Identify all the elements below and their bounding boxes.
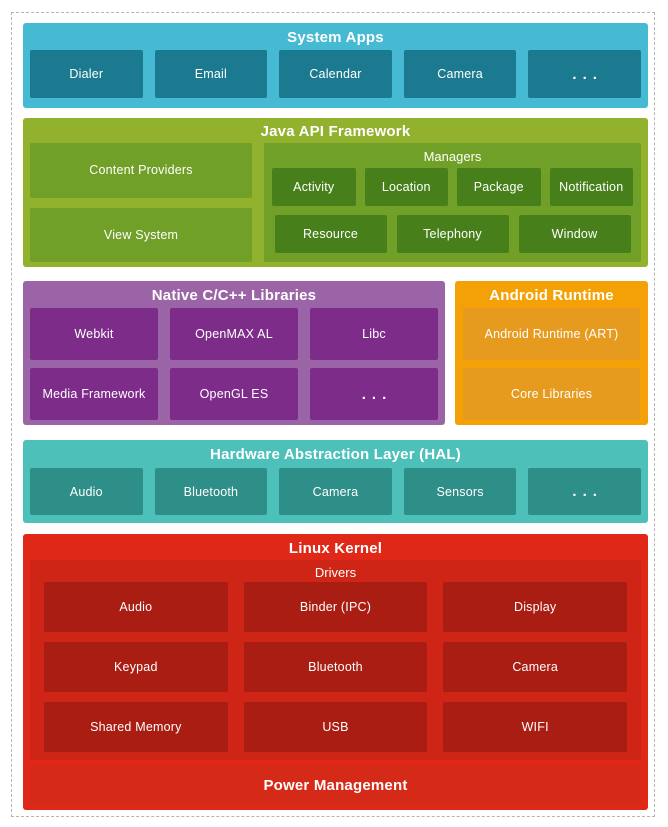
driver-bluetooth-box: Bluetooth (243, 642, 428, 692)
android-runtime-title: Android Runtime (489, 287, 614, 304)
hal-row: Audio Bluetooth Camera Sensors ... (30, 468, 641, 515)
native-libs-ellipsis: ... (310, 368, 438, 420)
art-box: Android Runtime (ART) (463, 308, 640, 360)
hal-bluetooth-box: Bluetooth (154, 468, 268, 515)
android-runtime-column: Android Runtime (ART) Core Libraries (463, 308, 640, 420)
drivers-group: Drivers Audio Binder (IPC) Display Keypa… (30, 560, 641, 760)
hal-camera-box: Camera (279, 468, 392, 515)
driver-shared-memory-box: Shared Memory (44, 702, 228, 752)
app-box-ellipsis: ... (528, 50, 641, 98)
hal-title: Hardware Abstraction Layer (HAL) (210, 446, 461, 463)
managers-row-2: Resource Telephony Window (272, 215, 633, 253)
hal-ellipsis: ... (528, 468, 641, 515)
managers-row-1: Activity Location Package Notification (272, 168, 633, 206)
drivers-title: Drivers (314, 565, 357, 580)
java-left-column: Content Providers View System (30, 143, 252, 262)
driver-display-box: Display (443, 582, 627, 632)
resource-manager-box: Resource (274, 215, 387, 253)
media-framework-box: Media Framework (30, 368, 158, 420)
app-box-dialer: Dialer (30, 50, 143, 98)
power-management-bar: Power Management (30, 766, 641, 806)
core-libraries-box: Core Libraries (463, 368, 640, 420)
hal-audio-box: Audio (30, 468, 143, 515)
view-system-box: View System (30, 207, 252, 262)
managers-title: Managers (423, 149, 482, 164)
java-api-body: Content Providers View System Managers A… (30, 143, 641, 262)
java-api-framework-layer: Java API Framework Content Providers Vie… (23, 118, 648, 267)
opengl-es-box: OpenGL ES (170, 368, 298, 420)
libc-box: Libc (310, 308, 438, 360)
location-manager-box: Location (364, 168, 448, 206)
webkit-box: Webkit (30, 308, 158, 360)
system-apps-title: System Apps (287, 29, 384, 46)
android-runtime-layer: Android Runtime Android Runtime (ART) Co… (455, 281, 648, 425)
telephony-manager-box: Telephony (396, 215, 509, 253)
hal-layer: Hardware Abstraction Layer (HAL) Audio B… (23, 440, 648, 523)
hal-sensors-box: Sensors (403, 468, 517, 515)
package-manager-box: Package (457, 168, 541, 206)
driver-camera-box: Camera (443, 642, 627, 692)
system-apps-row: Dialer Email Calendar Camera ... (30, 50, 641, 98)
app-box-camera: Camera (403, 50, 517, 98)
app-box-calendar: Calendar (279, 50, 392, 98)
system-apps-layer: System Apps Dialer Email Calendar Camera… (23, 23, 648, 108)
driver-binder-ipc-box: Binder (IPC) (243, 582, 428, 632)
driver-audio-box: Audio (44, 582, 228, 632)
native-libraries-layer: Native C/C++ Libraries Webkit OpenMAX AL… (23, 281, 445, 425)
linux-kernel-title: Linux Kernel (288, 540, 383, 557)
native-libraries-grid: Webkit OpenMAX AL Libc Media Framework O… (30, 308, 438, 420)
java-api-title: Java API Framework (260, 123, 411, 140)
driver-usb-box: USB (243, 702, 428, 752)
window-manager-box: Window (518, 215, 631, 253)
activity-manager-box: Activity (272, 168, 356, 206)
driver-keypad-box: Keypad (44, 642, 228, 692)
notification-manager-box: Notification (549, 168, 633, 206)
openmax-al-box: OpenMAX AL (170, 308, 298, 360)
drivers-grid: Audio Binder (IPC) Display Keypad Blueto… (30, 582, 641, 752)
app-box-email: Email (154, 50, 268, 98)
content-providers-box: Content Providers (30, 143, 252, 198)
native-libraries-title: Native C/C++ Libraries (151, 287, 317, 304)
linux-kernel-layer: Linux Kernel Drivers Audio Binder (IPC) … (23, 534, 648, 810)
managers-group: Managers Activity Location Package Notif… (264, 143, 641, 262)
driver-wifi-box: WIFI (443, 702, 627, 752)
